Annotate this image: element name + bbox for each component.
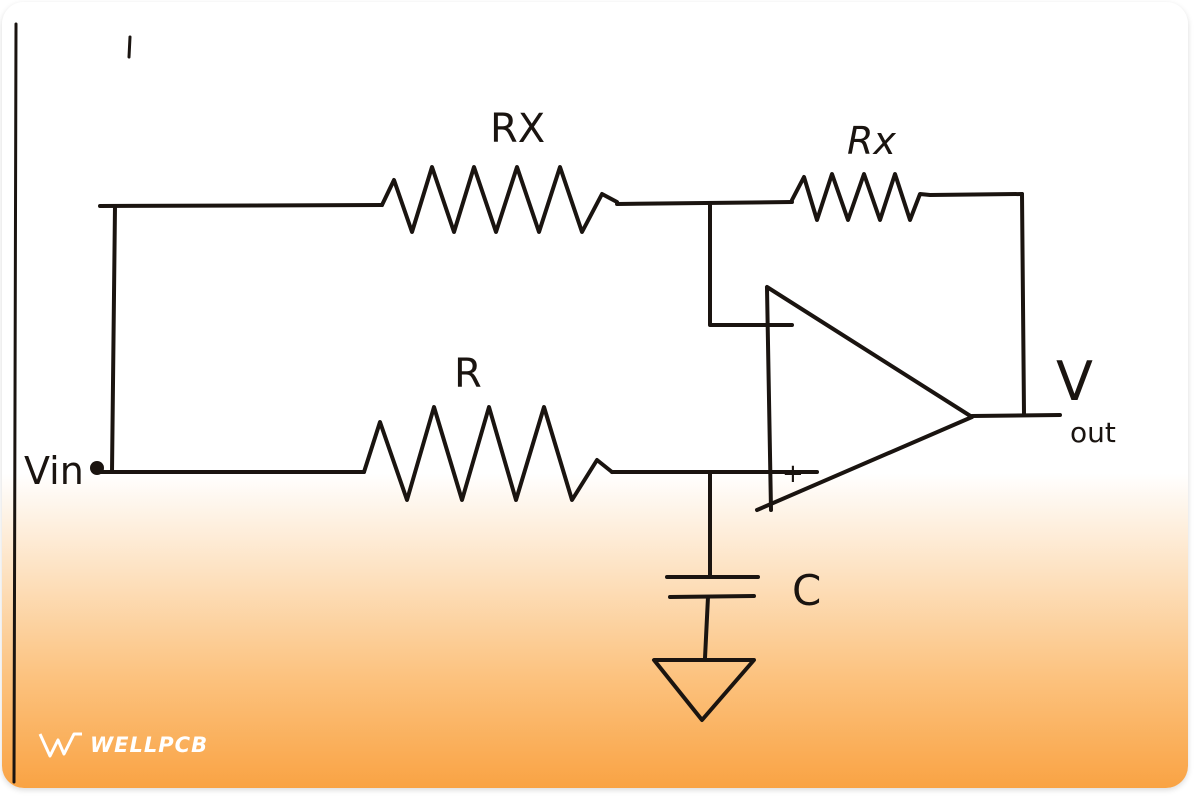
margin-mark: [127, 35, 132, 59]
wellpcb-logo: WELLPCB: [38, 730, 208, 760]
resistor-r: [362, 405, 614, 502]
resistor-rx-right: [790, 172, 1024, 222]
wire-top-middle: [615, 200, 794, 206]
wire-cap-bottom: [703, 595, 710, 660]
plus-sign: +: [782, 459, 804, 489]
vin-node: [90, 461, 104, 475]
label-c: C: [792, 566, 821, 615]
wire-top-left: [98, 203, 384, 208]
left-margin-line: [12, 22, 18, 784]
label-rx-right: Rx: [847, 119, 896, 163]
label-vout-v: V: [1056, 350, 1093, 413]
ground-symbol: [652, 658, 756, 722]
label-vin: Vin: [24, 449, 84, 493]
opamp-input-bar: [765, 286, 773, 512]
circuit-diagram: + RX Rx R C Vin V out: [12, 22, 1116, 784]
capacitor-plate-bottom: [668, 594, 756, 599]
wire-feedback-node: [708, 202, 794, 327]
logo-text: WELLPCB: [90, 733, 209, 757]
label-rx-left: RX: [490, 106, 545, 152]
label-r: R: [454, 351, 482, 397]
resistor-rx-left: [380, 165, 619, 234]
wellpcb-logo-icon: [38, 732, 82, 758]
wire-output: [970, 413, 1062, 418]
diagram-card: + RX Rx R C Vin V out WELLPCB: [2, 2, 1188, 788]
wire-vin-vertical: [110, 204, 117, 474]
label-vout-sub: out: [1070, 416, 1116, 449]
wire-feedback-right: [1020, 192, 1026, 416]
